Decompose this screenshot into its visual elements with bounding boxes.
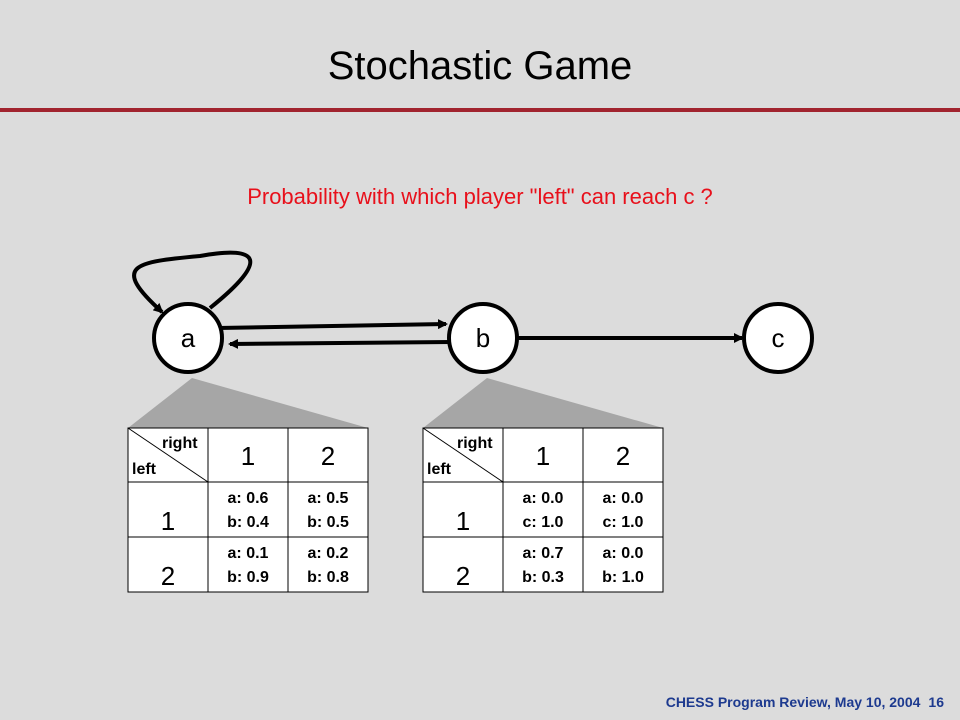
- cell-prob: b: 1.0: [602, 569, 644, 586]
- question-text: Probability with which player "left" can…: [247, 184, 713, 209]
- payoff-table-a: right left 1 2 1 2 a: 0.6 b: 0.4 a: 0.5 …: [127, 427, 369, 593]
- corner-right-label: right: [162, 435, 198, 452]
- row-header: 2: [161, 561, 175, 591]
- page-number: 16: [928, 694, 944, 710]
- cell-prob: a: 0.1: [228, 545, 269, 562]
- edge-b-to-a: [228, 338, 453, 349]
- cell-prob: b: 0.9: [227, 569, 269, 586]
- corner-right-label: right: [457, 435, 493, 452]
- callout-wedge-b: [423, 378, 663, 428]
- cell-prob: b: 0.5: [307, 514, 349, 531]
- node-b: b: [447, 302, 519, 374]
- node-c: c: [742, 302, 814, 374]
- col-header: 1: [536, 441, 550, 471]
- node-c-label: c: [772, 323, 785, 353]
- row-header: 1: [161, 506, 175, 536]
- corner-left-label: left: [132, 461, 157, 478]
- col-header: 2: [616, 441, 630, 471]
- node-a: a: [152, 302, 224, 374]
- cell-prob: c: 1.0: [523, 514, 564, 531]
- cell-prob: a: 0.5: [308, 490, 349, 507]
- callout-wedge-a: [128, 378, 368, 428]
- row-header: 1: [456, 506, 470, 536]
- cell-prob: a: 0.6: [228, 490, 269, 507]
- corner-left-label: left: [427, 461, 452, 478]
- col-header: 2: [321, 441, 335, 471]
- self-loop-a: [132, 250, 253, 314]
- footer-text: CHESS Program Review, May 10, 2004: [665, 694, 921, 710]
- cell-prob: c: 1.0: [603, 514, 644, 531]
- cell-prob: b: 0.4: [227, 514, 269, 531]
- col-header: 1: [241, 441, 255, 471]
- edge-a-to-b: [217, 319, 448, 330]
- title-rule: [0, 108, 960, 112]
- slide-title: Stochastic Game: [327, 44, 633, 88]
- cell-prob: a: 0.0: [603, 545, 644, 562]
- row-header: 2: [456, 561, 470, 591]
- slide-footer: CHESS Program Review, May 10, 2004 16: [658, 694, 944, 710]
- cell-prob: b: 0.8: [307, 569, 349, 586]
- cell-prob: b: 0.3: [522, 569, 564, 586]
- node-a-label: a: [181, 323, 196, 353]
- node-b-label: b: [476, 323, 490, 353]
- cell-prob: a: 0.0: [523, 490, 564, 507]
- cell-prob: a: 0.0: [603, 490, 644, 507]
- cell-prob: a: 0.7: [523, 545, 564, 562]
- cell-prob: a: 0.2: [308, 545, 349, 562]
- payoff-table-b: right left 1 2 1 2 a: 0.0 c: 1.0 a: 0.0 …: [422, 427, 664, 593]
